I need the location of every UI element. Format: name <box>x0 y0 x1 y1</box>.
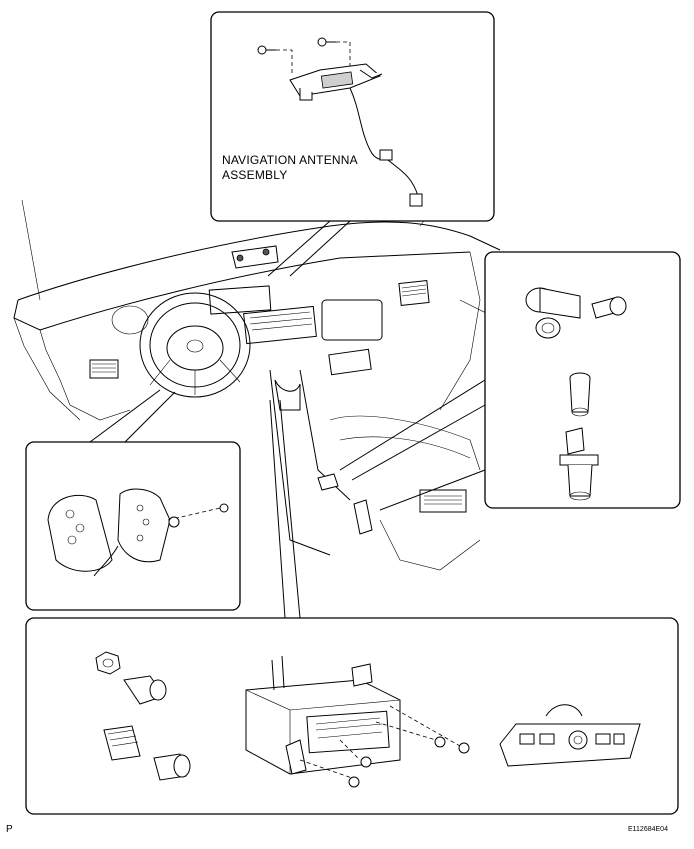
socket-sleeve-icon <box>569 372 591 417</box>
lighter-plug-icon <box>591 296 627 319</box>
callout-line-1: NAVIGATION ANTENNA <box>222 153 358 167</box>
console-parts-callout <box>25 399 679 815</box>
steering-switch-callout <box>25 389 241 611</box>
antenna-assembly-icon <box>289 63 423 207</box>
figure-id: E112684E04 <box>628 826 668 833</box>
lighter-knob-icon <box>153 753 191 781</box>
lighter-socket-callout <box>339 251 681 511</box>
screw-icon <box>348 736 470 788</box>
bolt-icon <box>257 45 276 55</box>
nut-icon <box>95 651 121 675</box>
navigation-antenna-callout <box>210 11 495 277</box>
switch-panel-icon <box>499 704 641 767</box>
steering-pad-icon <box>47 494 113 572</box>
socket-bracket-icon <box>559 427 599 501</box>
page-code: P <box>6 824 13 835</box>
callout-line-2: ASSEMBLY <box>222 168 288 182</box>
screw-icon <box>168 503 229 528</box>
lighter-element-icon <box>103 725 141 761</box>
lighter-icon <box>525 287 581 339</box>
dashboard-illustration <box>13 159 541 571</box>
bolt-icon <box>317 37 336 47</box>
navigation-antenna-label: NAVIGATION ANTENNA ASSEMBLY <box>222 153 358 183</box>
audio-unit-icon <box>245 655 401 775</box>
steering-switch-icon <box>93 488 171 577</box>
sleeve-icon <box>123 675 167 705</box>
